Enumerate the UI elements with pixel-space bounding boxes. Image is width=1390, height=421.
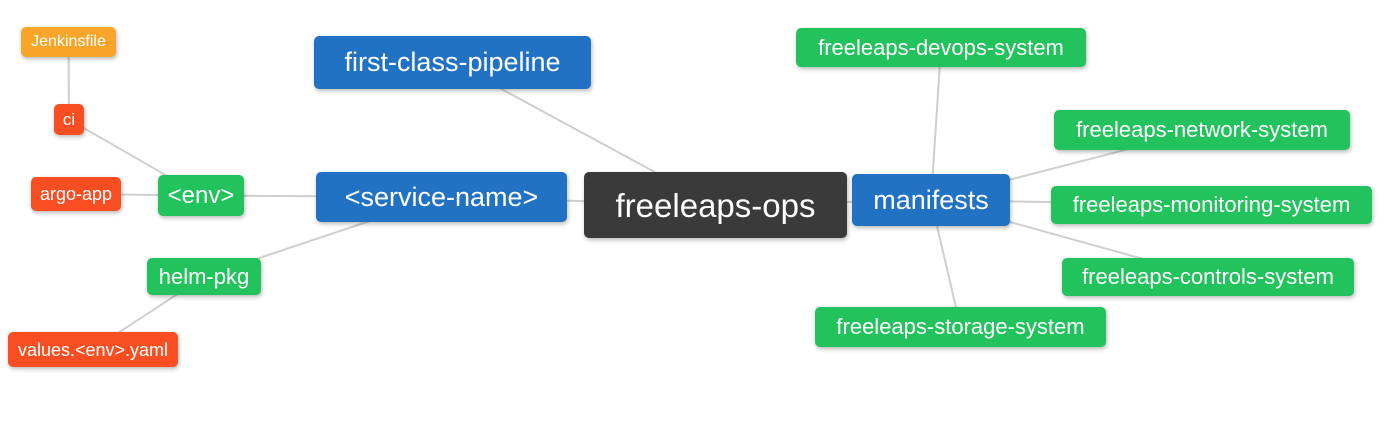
- node-freeleaps-storage-system[interactable]: freeleaps-storage-system: [815, 307, 1106, 347]
- node-ci[interactable]: ci: [54, 104, 84, 135]
- node-freeleaps-devops-system[interactable]: freeleaps-devops-system: [796, 28, 1086, 67]
- node-argo-app[interactable]: argo-app: [31, 177, 121, 211]
- node-first-class-pipeline[interactable]: first-class-pipeline: [314, 36, 591, 89]
- node-freeleaps-monitoring-system[interactable]: freeleaps-monitoring-system: [1051, 186, 1372, 224]
- node-freeleaps-network-system[interactable]: freeleaps-network-system: [1054, 110, 1350, 150]
- node-freeleaps-controls-system[interactable]: freeleaps-controls-system: [1062, 258, 1354, 296]
- node-manifests[interactable]: manifests: [852, 174, 1010, 226]
- node-freeleaps-ops[interactable]: freeleaps-ops: [584, 172, 847, 238]
- node-jenkinsfile[interactable]: Jenkinsfile: [21, 27, 116, 57]
- node-service-name[interactable]: <service-name>: [316, 172, 567, 222]
- node-env[interactable]: <env>: [158, 175, 244, 216]
- node-helm-pkg[interactable]: helm-pkg: [147, 258, 261, 295]
- node-values-env-yaml[interactable]: values.<env>.yaml: [8, 332, 178, 367]
